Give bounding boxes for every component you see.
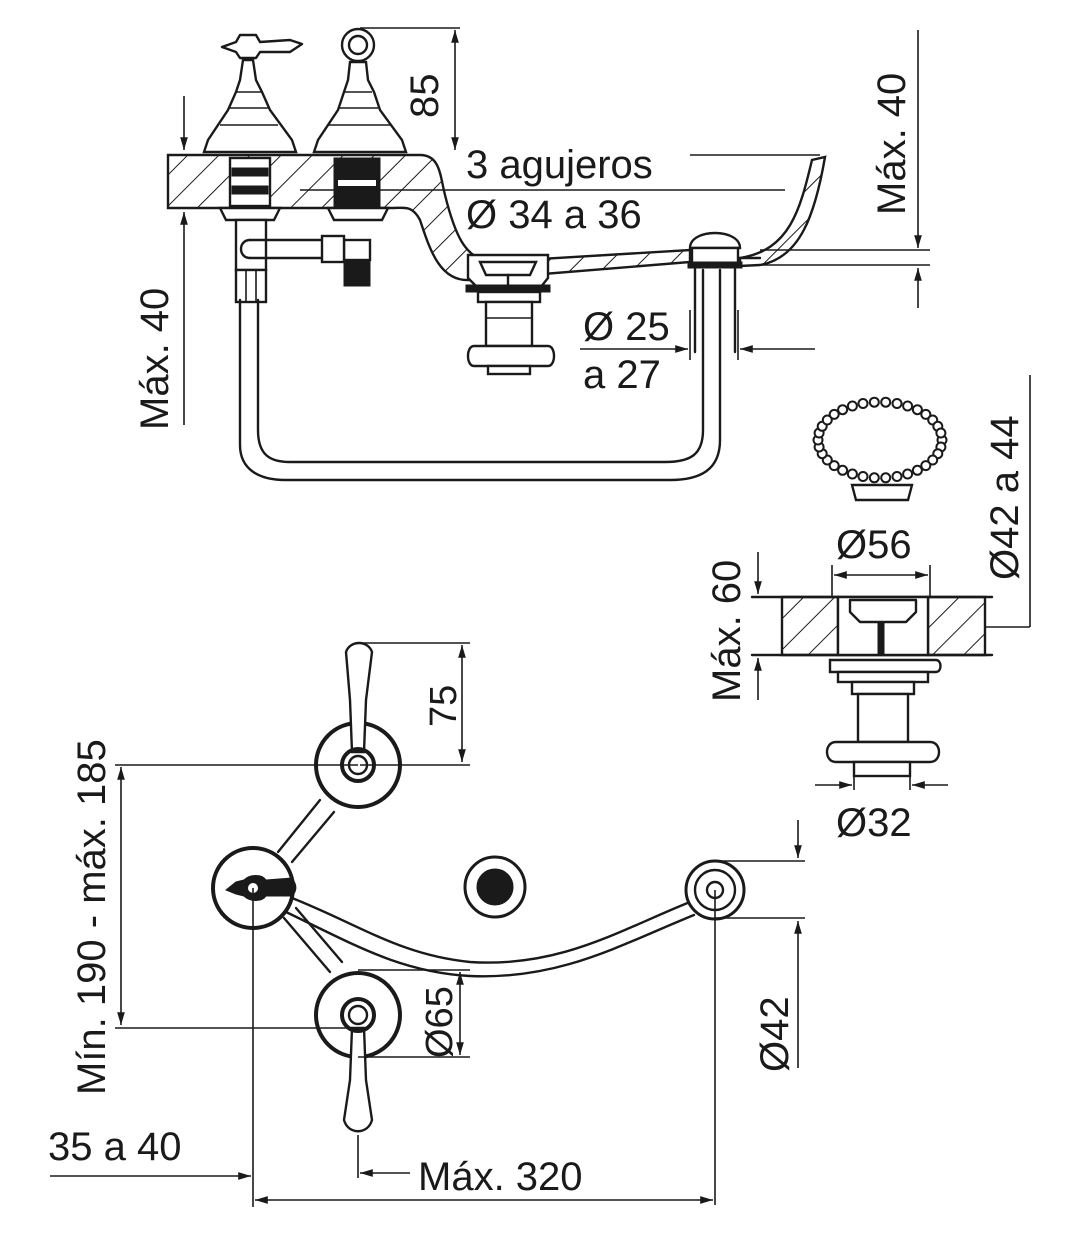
- side-view: 85 3 agujeros Ø 34 a 36 Máx. 40 Máx. 40 …: [133, 27, 930, 482]
- chain-stopper: [812, 396, 948, 484]
- drain-hole-diameter-label: Ø42 a 44: [983, 415, 1027, 580]
- chain-bead: [902, 400, 914, 412]
- side-view-dimensions: 85 3 agujeros Ø 34 a 36 Máx. 40 Máx. 40 …: [133, 27, 930, 430]
- escutcheon-diameter-label: Ø65: [419, 986, 461, 1058]
- chain-bead: [911, 404, 923, 416]
- pop-up-knob: [687, 231, 743, 354]
- flange-diameter-label: Ø56: [836, 523, 912, 567]
- chain-bead: [846, 400, 858, 412]
- handle-length-label: 75: [423, 685, 465, 727]
- chain-bead: [891, 471, 903, 482]
- pop-up-hole-label-2: a 27: [583, 353, 661, 397]
- top-view: 75 Mín. 190 - máx. 185 Ø65 Ø42 35 a 40 M…: [48, 641, 805, 1207]
- chain-bead: [920, 408, 932, 420]
- connector-pipe: [239, 234, 346, 264]
- chain-bead: [927, 454, 939, 466]
- bottom-handle: [314, 971, 402, 1133]
- hole-diameter-label: Ø 34 a 36: [466, 193, 642, 237]
- chain-bead: [821, 414, 833, 426]
- cross-handle-valve: [202, 33, 304, 304]
- chain-bead: [868, 396, 880, 408]
- chain-bead: [935, 427, 947, 439]
- center-body: [211, 846, 297, 930]
- chain-bead: [837, 404, 849, 416]
- chain-bead: [857, 471, 869, 482]
- chain-bead: [902, 468, 914, 480]
- hose: [238, 268, 722, 482]
- chain-bead: [891, 398, 903, 409]
- center-distance-label: Mín. 190 - máx. 185: [70, 739, 114, 1095]
- max-length-label: Máx. 320: [418, 1155, 583, 1199]
- chain-bead: [911, 464, 923, 476]
- chain-bead: [857, 398, 869, 409]
- spray-diameter-label: Ø42: [753, 996, 797, 1072]
- deck-thickness-right-label: Máx. 40: [870, 73, 914, 215]
- chain-bead: [880, 472, 892, 484]
- drain-max-thickness-label: Máx. 60: [705, 560, 749, 702]
- top-handle: [314, 641, 402, 809]
- chain-bead: [868, 472, 880, 484]
- drain-detail: Ø56 Ø42 a 44 Máx. 60 Ø32: [705, 375, 1031, 845]
- offset-label: 35 a 40: [48, 1125, 181, 1169]
- deck-thickness-left-label: Máx. 40: [133, 288, 177, 430]
- lever-handle-valve: [312, 27, 408, 287]
- chain-bead: [828, 408, 840, 420]
- chain-bead: [880, 396, 892, 408]
- chain-bead: [846, 468, 858, 480]
- pop-up-knob-top: [463, 855, 527, 919]
- tail-diameter-label: Ø32: [836, 801, 912, 845]
- pop-up-drain: [465, 253, 556, 376]
- chain-bead: [837, 464, 849, 476]
- handle-height-label: 85: [403, 74, 447, 119]
- chain-bead: [920, 460, 932, 472]
- pop-up-hole-label-1: Ø 25: [583, 305, 670, 349]
- chain-bead: [828, 460, 840, 472]
- holes-label: 3 agujeros: [466, 143, 653, 187]
